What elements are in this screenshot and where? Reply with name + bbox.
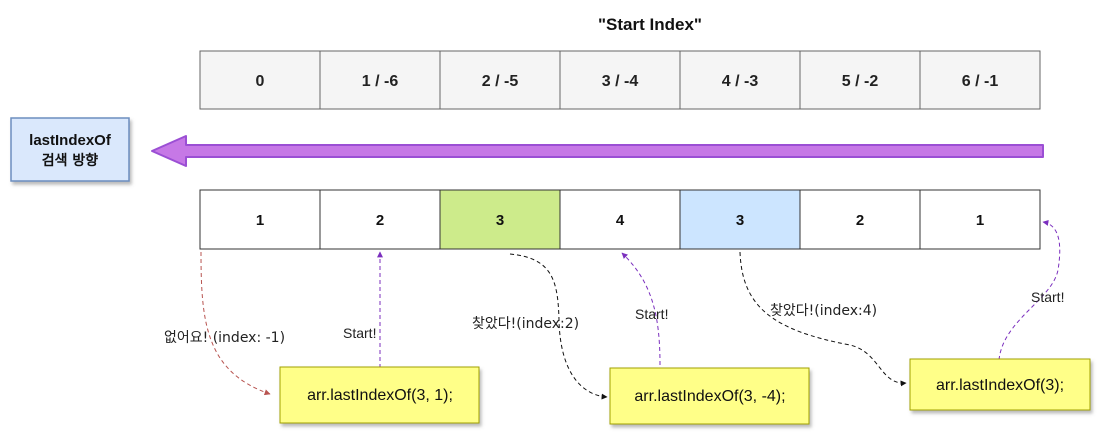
found-2-connector [509, 253, 608, 400]
index-cell-5 [799, 50, 921, 110]
value-cell-4 [679, 189, 801, 250]
index-cell-3 [559, 50, 681, 110]
start-label-2: Start! [635, 306, 668, 322]
value-label-0: 1 [256, 212, 264, 229]
connector-lines [200, 219, 1061, 400]
not-found-connector [200, 251, 271, 396]
found-4-connector [739, 251, 907, 387]
index-label-3: 3 / -4 [602, 73, 639, 90]
index-cell-4 [679, 50, 801, 110]
code-call-1: arr.lastIndexOf(3, 1); [307, 387, 453, 404]
found-index-2-label: 찾았다!(index:2) [472, 316, 579, 332]
index-label-1: 1 / -6 [362, 73, 399, 90]
code-box-call-2 [609, 367, 810, 425]
direction-label-box [10, 117, 130, 182]
search-direction-arrow [151, 135, 1044, 167]
index-row: 0 1 / -6 2 / -5 3 / -4 4 / -3 5 / -2 6 /… [199, 50, 1041, 110]
index-cell-1 [319, 50, 441, 110]
start-index-title: "Start Index" [598, 15, 702, 34]
value-label-2: 3 [496, 212, 504, 229]
value-cell-5 [799, 189, 921, 250]
index-label-5: 5 / -2 [842, 73, 879, 90]
start-label-3: Start! [1031, 289, 1064, 305]
direction-title: lastIndexOf [29, 132, 112, 149]
index-label-0: 0 [256, 73, 265, 90]
value-cell-6 [919, 189, 1041, 250]
index-cell-0 [199, 50, 321, 110]
left-arrow-icon [151, 135, 1044, 167]
value-cell-1 [319, 189, 441, 250]
value-row: 1 2 3 4 3 2 1 [199, 189, 1041, 250]
value-label-4: 3 [736, 212, 744, 229]
not-found-label: 없어요! (index: -1) [164, 330, 285, 346]
code-box-call-3 [909, 358, 1091, 411]
start-2-connector [621, 252, 661, 366]
code-box-call-1 [279, 366, 480, 424]
index-label-6: 6 / -1 [962, 73, 999, 90]
start-label-1: Start! [343, 325, 376, 341]
index-cell-6 [919, 50, 1041, 110]
value-label-1: 2 [376, 212, 384, 229]
start-3-connector [998, 219, 1061, 361]
direction-subtitle: 검색 방향 [42, 152, 99, 169]
index-cell-2 [439, 50, 561, 110]
found-index-4-label: 찾았다!(index:4) [770, 303, 877, 319]
value-label-6: 1 [976, 212, 984, 229]
value-label-5: 2 [856, 212, 864, 229]
value-label-3: 4 [616, 212, 625, 229]
value-cell-2 [439, 189, 561, 250]
index-label-2: 2 / -5 [482, 73, 519, 90]
index-label-4: 4 / -3 [722, 73, 759, 90]
code-call-2: arr.lastIndexOf(3, -4); [634, 388, 785, 405]
value-cell-0 [199, 189, 321, 250]
code-call-3: arr.lastIndexOf(3); [936, 377, 1064, 394]
